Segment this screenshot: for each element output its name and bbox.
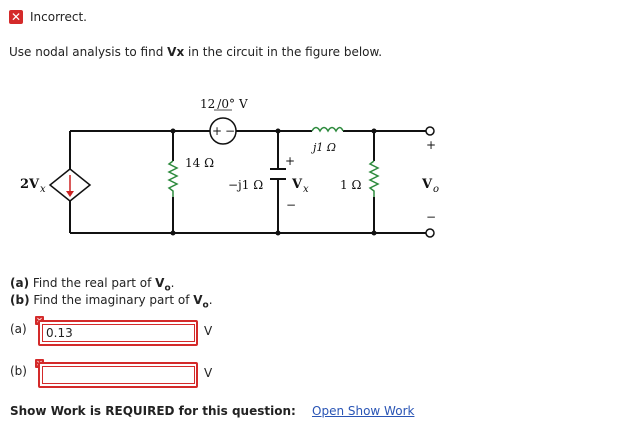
vx-minus: −: [286, 198, 296, 212]
answer-a-label: (a): [10, 322, 27, 336]
circuit-diagram: + − 12/0°V 14 Ω −j1 Ω j1 Ω 1 Ω + V x − 2…: [20, 97, 439, 238]
output-terminal-top: [425, 126, 435, 136]
angle-symbol: /: [217, 97, 222, 111]
dep-source-sub: x: [40, 184, 46, 195]
prompt-pre: Use nodal analysis to find: [9, 45, 168, 59]
vx-sub: x: [303, 184, 309, 195]
vx-main: V: [291, 177, 303, 192]
source-label: 12/0°V: [200, 97, 248, 111]
vx-plus: +: [285, 154, 295, 168]
answer-a-unit: V: [204, 324, 213, 338]
node-dot: [371, 230, 377, 236]
vo-sub: o: [433, 184, 439, 195]
r1-label: 1 Ω: [340, 178, 361, 192]
inductor-label: j1 Ω: [310, 141, 336, 154]
node-dot: [275, 230, 281, 236]
answer-a-input[interactable]: [42, 324, 195, 342]
question-prompt: Use nodal analysis to find Vx in the cir…: [9, 45, 382, 59]
answer-a-box: [38, 320, 198, 346]
source-plus: +: [212, 124, 222, 138]
prompt-var: Vx: [167, 45, 185, 59]
status-text: Incorrect.: [30, 10, 87, 24]
voltage-source: [209, 117, 237, 145]
prompt-post: in the circuit in the figure below.: [184, 45, 383, 59]
cap-label: −j1 Ω: [228, 178, 263, 192]
show-work-required: Show Work is REQUIRED for this question:: [10, 404, 296, 418]
resistor-1-ohm: [368, 160, 380, 197]
vo-minus: −: [426, 210, 436, 224]
question-b: (b) Find the imaginary part of Vo.: [10, 293, 213, 311]
output-terminal-bottom: [425, 228, 435, 238]
node-dot: [371, 128, 377, 134]
dep-source-arrowhead: [66, 191, 74, 197]
question-a: (a) Find the real part of Vo.: [10, 276, 175, 294]
inductor-j1: [311, 126, 344, 133]
dep-source-main: 2V: [20, 177, 40, 192]
node-dot: [170, 128, 176, 134]
source-minus: −: [225, 124, 235, 138]
node-dot: [170, 230, 176, 236]
vo-main: V: [421, 177, 433, 192]
answer-b-unit: V: [204, 366, 213, 380]
answer-b-box: [38, 362, 198, 388]
r14-label: 14 Ω: [185, 156, 214, 170]
vo-plus: +: [426, 138, 436, 152]
resistor-14-ohm: [167, 160, 179, 197]
open-show-work-link[interactable]: Open Show Work: [312, 404, 415, 418]
node-dot: [275, 128, 281, 134]
answer-b-input[interactable]: [42, 366, 195, 384]
answer-b-label: (b): [10, 364, 27, 378]
incorrect-icon: ✕: [9, 10, 23, 24]
